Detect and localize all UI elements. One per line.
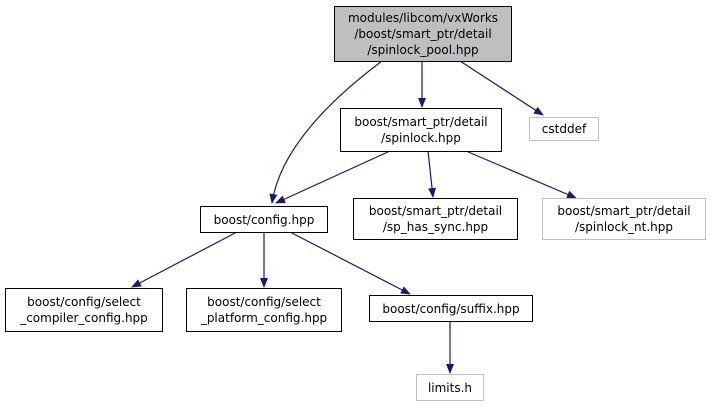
node-label-line: /spinlock_nt.hpp	[574, 220, 674, 234]
node-root-spinlock-pool: modules/libcom/vxWorks /boost/smart_ptr/…	[334, 6, 512, 62]
node-spinlock-nt: boost/smart_ptr/detail /spinlock_nt.hpp	[542, 198, 706, 240]
node-limits: limits.h	[416, 374, 484, 401]
node-label-line: boost/config/select	[27, 295, 141, 309]
edge-root-to-cstddef	[459, 60, 544, 116]
node-label-line: _compiler_config.hpp	[20, 311, 148, 325]
node-suffix[interactable]: boost/config/suffix.hpp	[369, 295, 533, 322]
node-sp-has-sync[interactable]: boost/smart_ptr/detail /sp_has_sync.hpp	[353, 198, 518, 240]
edge-spinlock-to-sp-has-sync	[427, 150, 437, 198]
node-label-line: boost/config.hpp	[213, 212, 315, 227]
node-label-line: boost/config/suffix.hpp	[382, 301, 520, 316]
node-label-line: boost/smart_ptr/detail	[368, 204, 503, 218]
edge-spinlock-to-config	[275, 150, 391, 204]
node-cstddef: cstddef	[529, 117, 599, 141]
node-label-line: boost/smart_ptr/detail	[354, 115, 488, 129]
node-label-line: _platform_config.hpp	[200, 311, 328, 325]
node-label-line: /sp_has_sync.hpp	[382, 220, 489, 234]
node-label-line: limits.h	[427, 380, 473, 395]
node-label-line: /spinlock_pool.hpp	[367, 43, 479, 57]
node-label-line: /boost/smart_ptr/detail	[354, 27, 492, 41]
node-select-compiler-config[interactable]: boost/config/select _compiler_config.hpp	[5, 288, 163, 332]
node-select-platform-config[interactable]: boost/config/select _platform_config.hpp	[186, 288, 342, 332]
node-config[interactable]: boost/config.hpp	[200, 206, 328, 233]
node-label-line: boost/config/select	[207, 295, 321, 309]
edge-spinlock-to-spinlock-nt	[465, 150, 577, 199]
edge-config-to-suffix	[289, 231, 411, 295]
node-label-line: modules/libcom/vxWorks	[347, 11, 499, 25]
node-spinlock[interactable]: boost/smart_ptr/detail /spinlock.hpp	[340, 108, 502, 152]
edge-root-to-config	[269, 60, 383, 204]
node-label-line: cstddef	[541, 122, 587, 136]
edge-config-to-select-compiler	[131, 231, 238, 288]
node-label-line: /spinlock.hpp	[381, 131, 461, 145]
node-label-line: boost/smart_ptr/detail	[557, 204, 691, 218]
